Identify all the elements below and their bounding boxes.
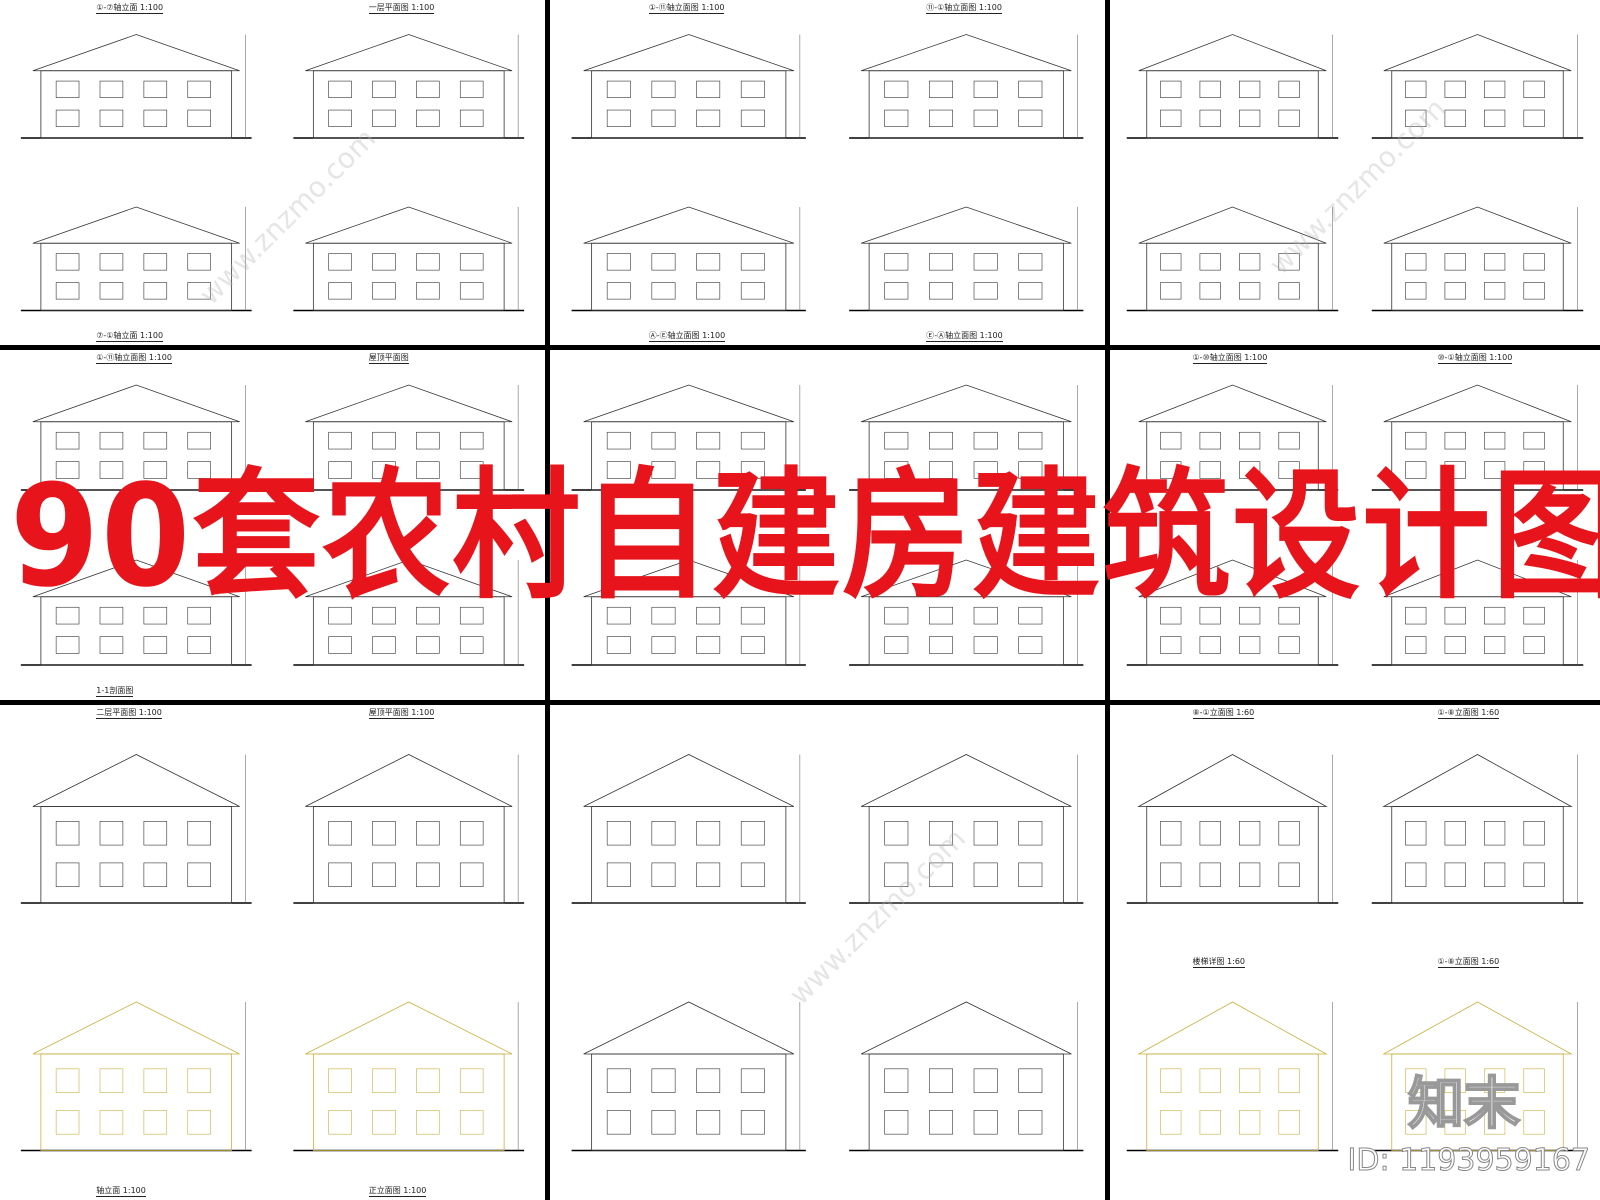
drawing-caption: ①-⑪轴立面图 1:100 <box>96 353 172 364</box>
house-elevation-drawing <box>1126 384 1584 666</box>
drawing-caption: ⑩-①轴立面图 1:100 <box>1437 353 1513 364</box>
drawing-caption: ⑪-①轴立面图 1:100 <box>926 3 1002 14</box>
drawing-panel <box>1110 0 1600 345</box>
house-elevation-drawing <box>571 754 1084 1152</box>
drawing-caption: ①-⑩轴立面图 1:100 <box>1192 353 1268 364</box>
drawing-caption: ①-⑪轴立面图 1:100 <box>648 3 725 14</box>
house-elevation-drawing <box>20 384 525 666</box>
promo-title: 90套农村自建房建筑设计图 <box>10 455 1600 619</box>
house-elevation-drawing <box>1126 754 1584 1152</box>
drawing-caption: 屋顶平面图 1:100 <box>368 708 435 719</box>
house-elevation-drawing <box>1126 34 1584 312</box>
drawing-panel: 二层平面图 1:100 屋顶平面图 1:100 轴立面 1:100 正立面图 1:10… <box>0 705 545 1200</box>
house-elevation-drawing <box>20 34 525 312</box>
drawing-caption: 正立面图 1:100 <box>368 1186 427 1197</box>
drawing-caption: 二层平面图 1:100 <box>96 708 162 719</box>
drawing-caption: 1-1剖面图 <box>96 686 134 697</box>
drawing-panel: ⑧-①立面图 1:60 ①-⑧立面图 1:60 楼梯详图 1:60 ①-⑧立面图 1:… <box>1110 705 1600 1200</box>
house-elevation-drawing <box>571 384 1084 666</box>
brand-logo: 知末 <box>1407 1071 1521 1138</box>
drawing-caption: ①-⑦轴立面 1:100 <box>96 3 164 14</box>
drawing-panel: ①-⑩轴立面图 1:100 ⑩-①轴立面图 1:100 <box>1110 350 1600 700</box>
house-elevation-drawing <box>20 754 525 1152</box>
drawing-caption: 楼梯详图 1:60 <box>1192 956 1246 968</box>
drawing-caption: ⑦-①轴立面 1:100 <box>96 331 164 342</box>
drawing-caption: ⑧-①立面图 1:60 <box>1192 708 1255 719</box>
drawing-panel: ①-⑦轴立面 1:100 一层平面图 1:100 ⑦-①轴立面 1:100 <box>0 0 545 345</box>
drawing-caption: ①-⑧立面图 1:60 <box>1437 708 1500 719</box>
drawing-caption: 轴立面 1:100 <box>96 1186 146 1197</box>
drawing-panel <box>550 705 1105 1200</box>
drawing-panel <box>550 350 1105 700</box>
drawing-caption: ①-⑧立面图 1:60 <box>1437 956 1500 968</box>
drawing-panel: ①-⑪轴立面图 1:100 屋顶平面图 1-1剖面图 <box>0 350 545 700</box>
drawing-caption: Ⓐ-Ⓔ轴立面图 1:100 <box>648 331 726 342</box>
item-id: ID: 1193959167 <box>1347 1143 1590 1179</box>
house-elevation-drawing <box>571 34 1084 312</box>
drawing-caption: 一层平面图 1:100 <box>368 3 435 14</box>
drawing-caption: 屋顶平面图 <box>368 353 409 364</box>
drawing-caption: Ⓔ-Ⓐ轴立面图 1:100 <box>926 331 1003 342</box>
